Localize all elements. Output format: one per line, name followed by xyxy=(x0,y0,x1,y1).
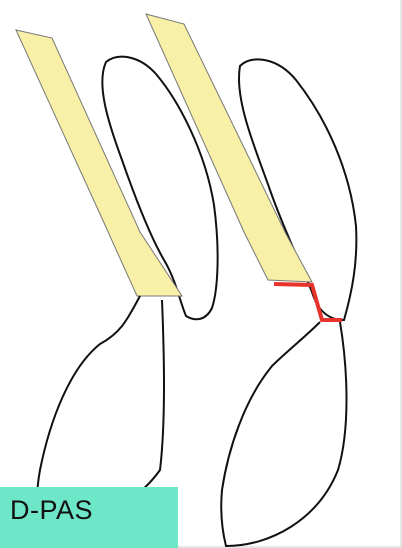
right-lower-outline xyxy=(221,322,346,546)
label-text: D-PAS xyxy=(10,495,93,525)
label-badge: D-PAS xyxy=(0,487,178,548)
